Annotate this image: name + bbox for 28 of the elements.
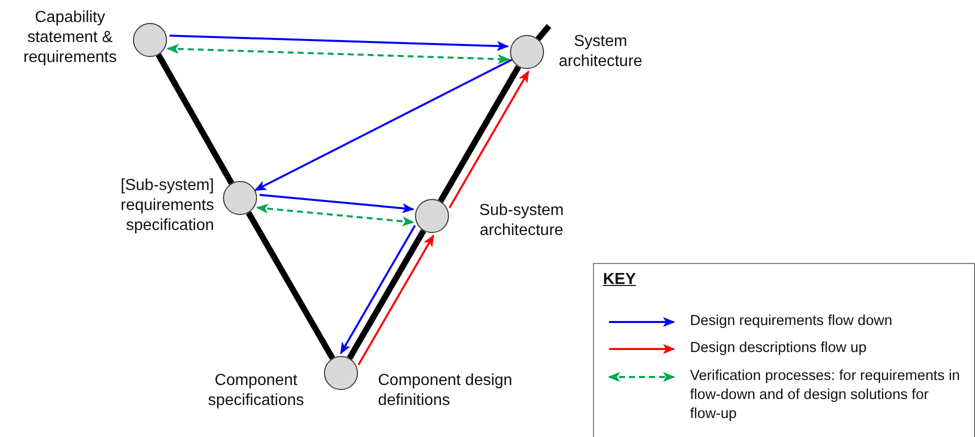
node-label: Component design definitions bbox=[378, 371, 514, 411]
arrow bbox=[169, 34, 509, 52]
structure-line bbox=[246, 211, 336, 360]
structure-line bbox=[438, 65, 522, 203]
structure-line bbox=[156, 53, 234, 185]
arrow bbox=[260, 194, 414, 214]
structure-line bbox=[536, 24, 552, 41]
circle-node bbox=[324, 356, 358, 390]
node-label: [Sub-system] requirements specification bbox=[120, 176, 214, 236]
arrow bbox=[448, 70, 530, 208]
arrow bbox=[256, 204, 414, 226]
circle-node bbox=[133, 23, 167, 57]
structure-line bbox=[346, 229, 426, 360]
legend-text: Verification processes: for requirements in flow-down and of design solutions for flow-up bbox=[690, 367, 960, 424]
legend-text: Design descriptions flow up bbox=[690, 339, 868, 358]
legend-text: Design requirements flow down bbox=[690, 312, 894, 331]
circle-node bbox=[223, 181, 257, 215]
arrow bbox=[254, 58, 512, 192]
key-title: KEY bbox=[603, 271, 636, 289]
circle-node bbox=[510, 35, 544, 69]
arrow bbox=[166, 44, 510, 64]
node-label: Component specifications bbox=[206, 371, 306, 411]
arrow bbox=[340, 224, 416, 354]
node-label: Sub-system architecture bbox=[478, 201, 565, 241]
node-label: System architecture bbox=[558, 32, 644, 72]
node-label: Capability statement & requirements bbox=[22, 8, 118, 68]
arrow bbox=[358, 234, 434, 366]
circle-node bbox=[415, 199, 449, 233]
